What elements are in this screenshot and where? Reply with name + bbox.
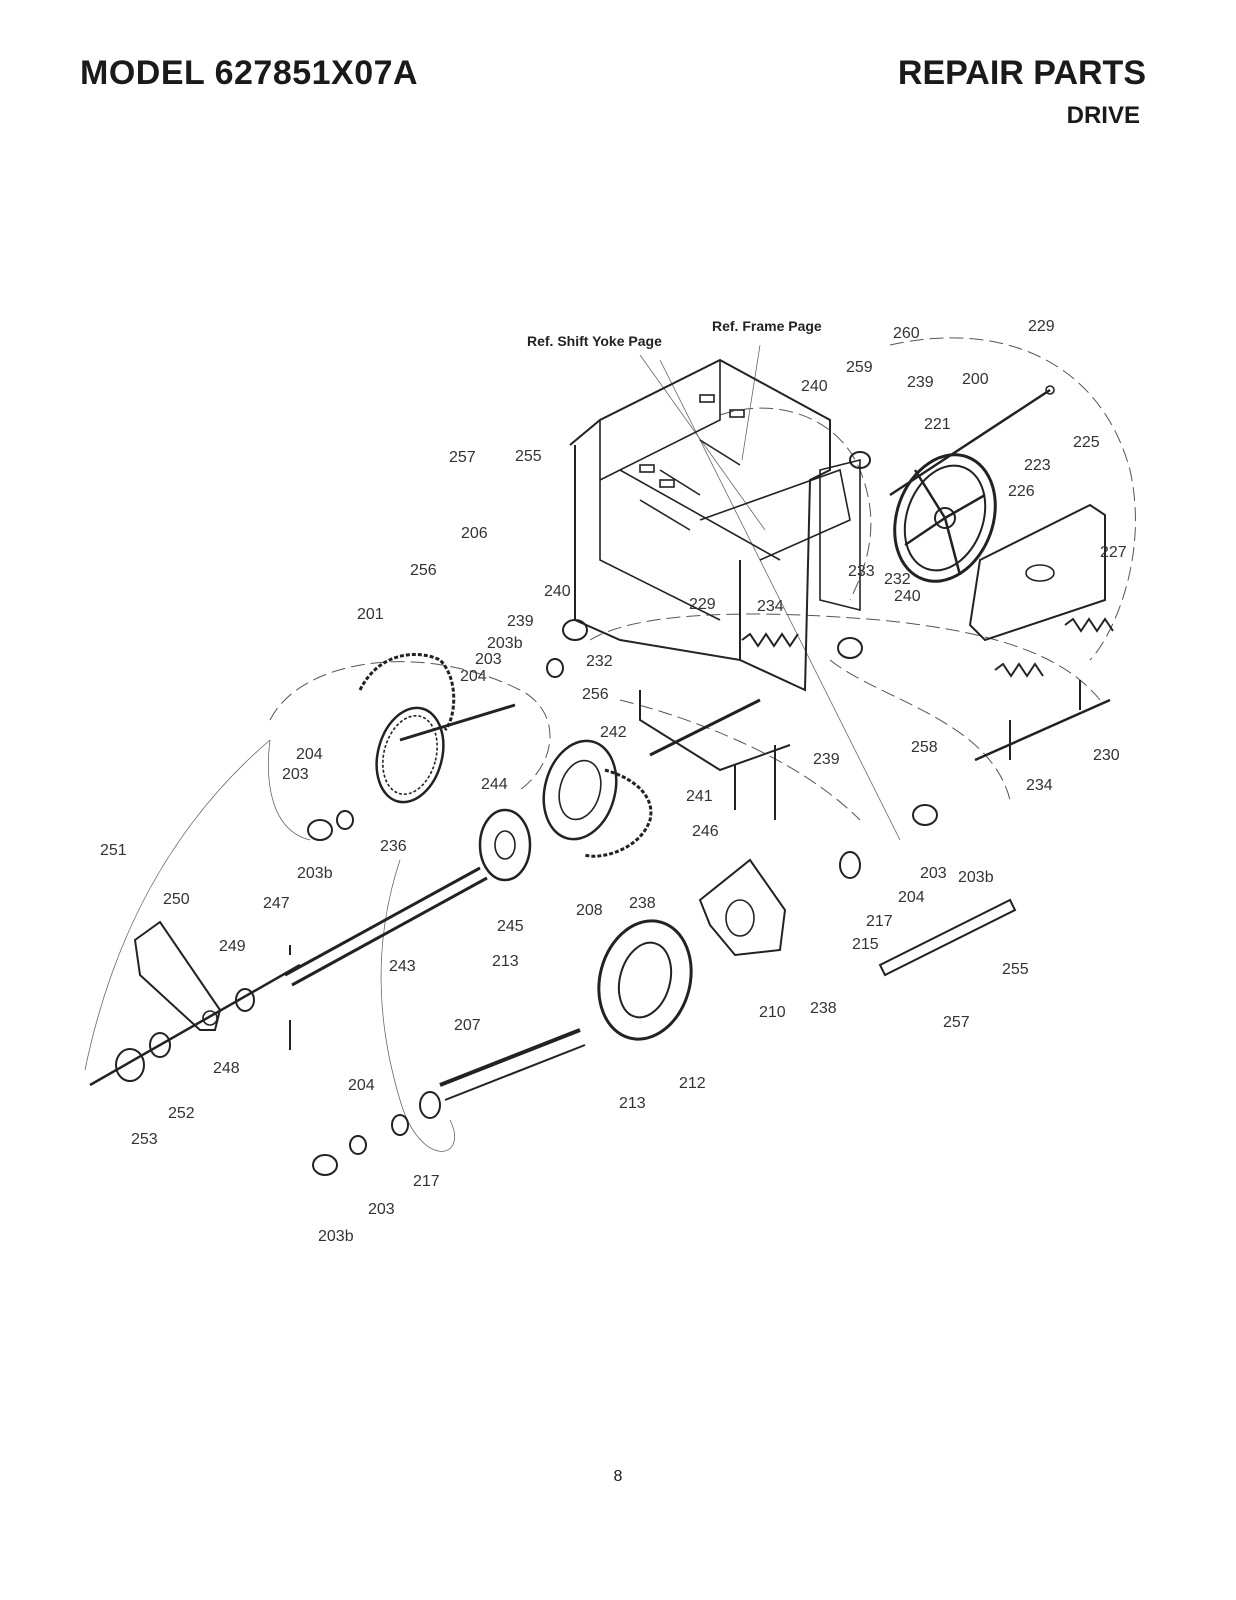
part-callout: 200 xyxy=(962,371,989,388)
part-callout: 233 xyxy=(848,563,875,580)
part-callout: 203b xyxy=(297,865,333,882)
part-callout: 256 xyxy=(582,686,609,703)
part-callout: 259 xyxy=(846,359,873,376)
part-callout: 257 xyxy=(943,1014,970,1031)
subsection-title: DRIVE xyxy=(1066,102,1140,129)
ref-shift-yoke-page: Ref. Shift Yoke Page xyxy=(527,333,662,349)
model-title: MODEL 627851X07A xyxy=(80,54,419,92)
part-callout: 227 xyxy=(1100,544,1127,561)
part-callout: 207 xyxy=(454,1017,481,1034)
part-callout: 248 xyxy=(213,1060,240,1077)
part-callout: 230 xyxy=(1093,747,1120,764)
part-callout: 252 xyxy=(168,1105,195,1122)
part-callout: 203 xyxy=(920,865,947,882)
part-callout: 229 xyxy=(689,596,716,613)
part-callout: 203b xyxy=(318,1228,354,1245)
part-callout: 242 xyxy=(600,724,627,741)
part-callout: 253 xyxy=(131,1131,158,1148)
part-callout: 204 xyxy=(898,889,925,906)
part-callout: 243 xyxy=(389,958,416,975)
part-callout: 206 xyxy=(461,525,488,542)
part-callout: 203 xyxy=(368,1201,395,1218)
part-callout: 203 xyxy=(475,651,502,668)
part-callout: 240 xyxy=(544,583,571,600)
part-callout: 204 xyxy=(296,746,323,763)
part-callout: 256 xyxy=(410,562,437,579)
part-callout: 215 xyxy=(852,936,879,953)
part-callout: 247 xyxy=(263,895,290,912)
part-callout: 255 xyxy=(515,448,542,465)
part-callout: 236 xyxy=(380,838,407,855)
section-title: REPAIR PARTS xyxy=(897,54,1146,92)
ref-frame-page: Ref. Frame Page xyxy=(712,318,822,334)
part-callout: 238 xyxy=(810,1000,837,1017)
part-callout: 240 xyxy=(894,588,921,605)
part-callout: 241 xyxy=(686,788,713,805)
part-callout: 212 xyxy=(679,1075,706,1092)
part-callout: 240 xyxy=(801,378,828,395)
part-callout: 203b xyxy=(958,869,994,886)
page-number: 8 xyxy=(613,1468,623,1485)
part-callout: 223 xyxy=(1024,457,1051,474)
part-callout: 258 xyxy=(911,739,938,756)
part-callout: 203b xyxy=(487,635,523,652)
part-callout: 245 xyxy=(497,918,524,935)
part-callout: 201 xyxy=(357,606,384,623)
part-callout: 203 xyxy=(282,766,309,783)
part-callout: 213 xyxy=(492,953,519,970)
part-callout: 208 xyxy=(576,902,603,919)
part-callout: 260 xyxy=(893,325,920,342)
part-callout: 250 xyxy=(163,891,190,908)
part-callout: 239 xyxy=(813,751,840,768)
part-callout: 221 xyxy=(924,416,951,433)
part-callout: 225 xyxy=(1073,434,1100,451)
part-callout: 217 xyxy=(866,913,893,930)
part-callout: 255 xyxy=(1002,961,1029,978)
part-callout: 238 xyxy=(629,895,656,912)
part-callout: 213 xyxy=(619,1095,646,1112)
part-callout: 204 xyxy=(348,1077,375,1094)
part-callout: 246 xyxy=(692,823,719,840)
part-callout: 234 xyxy=(1026,777,1053,794)
part-callout: 229 xyxy=(1028,318,1055,335)
part-callout: 232 xyxy=(586,653,613,670)
part-callout: 257 xyxy=(449,449,476,466)
part-callout: 239 xyxy=(507,613,534,630)
part-callout: 210 xyxy=(759,1004,786,1021)
part-callout: 204 xyxy=(460,668,487,685)
part-callout: 232 xyxy=(884,571,911,588)
part-callout: 251 xyxy=(100,842,127,859)
part-callout: 226 xyxy=(1008,483,1035,500)
part-callout: 244 xyxy=(481,776,508,793)
part-callout: 234 xyxy=(757,598,784,615)
part-callout: 249 xyxy=(219,938,246,955)
part-callout: 217 xyxy=(413,1173,440,1190)
part-callout: 239 xyxy=(907,374,934,391)
